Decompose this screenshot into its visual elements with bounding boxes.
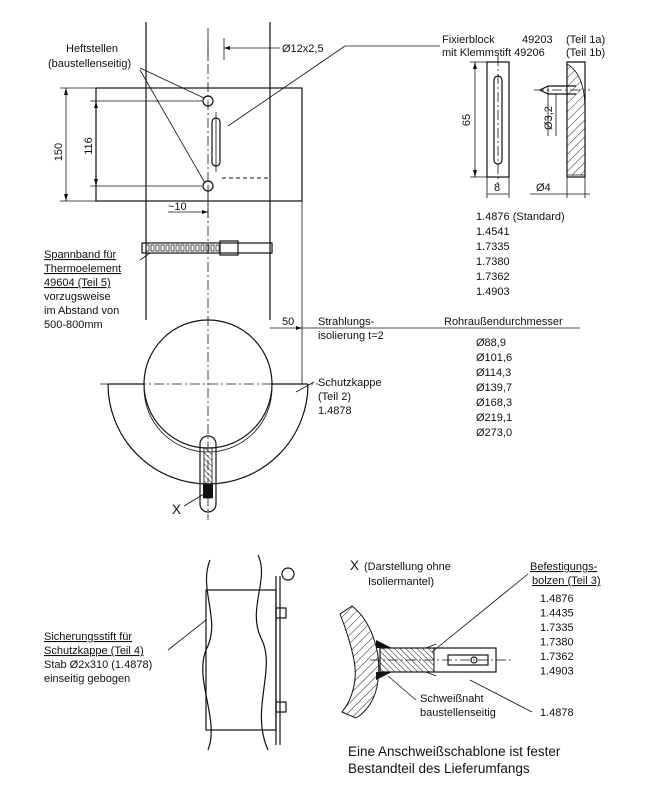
diameter-item-3: Ø139,7: [476, 382, 512, 394]
spannband-label-3: 49604 (Teil 5): [44, 277, 111, 289]
klemmstift-teil: (Teil 1b): [566, 47, 605, 59]
dim-d4-label: Ø4: [536, 182, 551, 194]
footer-line-1: Eine Anschweißschablone ist fester: [348, 744, 561, 759]
diameter-item-5: Ø219,1: [476, 412, 512, 424]
pipe-section: X: [100, 319, 318, 517]
x-detail: X: [350, 558, 359, 573]
x-mark: X: [172, 502, 181, 517]
fixierblock-leader: [227, 45, 440, 127]
sicherung-label-2: Schutzkappe (Teil 4): [44, 645, 144, 657]
spannband-label-5: im Abstand von: [44, 305, 119, 317]
schutzkappe-callout: Schutzkappe (Teil 2) 1.4878: [295, 377, 382, 417]
schweiss-material: 1.4878: [540, 707, 574, 719]
heftstellen-callout: Heftstellen (baustellenseitig): [48, 43, 206, 184]
dim-50: 50 Strahlungs- isolierung t=2: [270, 201, 384, 384]
material-bolt-item-4: 1.7362: [540, 651, 574, 663]
schutzkappe-label-1: Schutzkappe: [318, 377, 382, 389]
dim-116-label: 116: [83, 137, 95, 155]
dim-116: 116: [83, 100, 202, 187]
dim-150-label: 150: [53, 143, 65, 161]
dim-65-label: 65: [461, 114, 473, 126]
sicherung-label-1: Sicherungsstift für: [44, 631, 132, 643]
dim-d12-label: Ø12x2,5: [282, 43, 324, 55]
material-fix-item-1: 1.4541: [476, 226, 510, 238]
strahlung-label-1: Strahlungs-: [318, 316, 375, 328]
footer-line-2: Bestandteil des Lieferumfangs: [348, 761, 530, 776]
schweiss-label-2: baustellenseitig: [420, 707, 496, 719]
material-bolt-item-3: 1.7380: [540, 637, 574, 649]
material-fix-item-0: 1.4876 (Standard): [476, 211, 565, 223]
rohr-title: Rohraußendurchmesser: [444, 316, 563, 328]
spannband-label-6: 500-800mm: [44, 319, 103, 331]
fixierblock-label: Fixierblock: [442, 34, 495, 46]
material-fix-item-4: 1.7362: [476, 271, 510, 283]
dim-150: 150: [53, 87, 96, 202]
material-bolt-item-2: 1.7335: [540, 622, 574, 634]
dim-10-label: ~10: [168, 201, 187, 213]
darstellung-label-1: (Darstellung ohne: [364, 561, 451, 573]
sicherung-label-4: einseitig gebogen: [44, 673, 130, 685]
material-bolt-item-0: 1.4876: [540, 593, 574, 605]
spannband-label-1: Spannband für: [44, 249, 117, 261]
schweiss-label-1: Schweißnaht: [420, 693, 484, 705]
strahlung-label-2: isolierung t=2: [318, 330, 384, 342]
dim-10: ~10: [168, 186, 209, 218]
materials-bolt-list: 1.4876 1.4435 1.7335 1.7380 1.7362 1.4903: [540, 593, 574, 678]
material-fix-item-3: 1.7380: [476, 256, 510, 268]
spannband-label-2: Thermoelement: [44, 263, 121, 275]
sicherungsstift-view: Sicherungsstift für Schutzkappe (Teil 4)…: [44, 554, 295, 751]
diameter-item-1: Ø101,6: [476, 352, 512, 364]
material-bolt-item-5: 1.4903: [540, 666, 574, 678]
diameter-item-6: Ø273,0: [476, 427, 512, 439]
bolzen-label-2: bolzen (Teil 3): [532, 575, 600, 587]
schutzkappe-label-3: 1.4878: [318, 405, 352, 417]
fixierblock-nr: 49203: [522, 34, 553, 46]
klemmstift-label: mit Klemmstift 49206: [442, 47, 545, 59]
spannband: Spannband für Thermoelement 49604 (Teil …: [44, 240, 273, 331]
dim-d32-label: Ø3,2: [543, 106, 555, 130]
material-bolt-item-1: 1.4435: [540, 608, 574, 620]
dim-50-label: 50: [282, 316, 294, 328]
diameter-item-2: Ø114,3: [476, 367, 511, 379]
fixierblock-teil: (Teil 1a): [566, 34, 605, 46]
darstellung-label-2: Isoliermantel): [368, 576, 434, 588]
diameter-table: Rohraußendurchmesser Ø88,9Ø101,6Ø114,3Ø1…: [378, 316, 580, 439]
diameter-item-4: Ø168,3: [476, 397, 512, 409]
heftstellen-label-2: (baustellenseitig): [48, 58, 131, 70]
schutzkappe-label-2: (Teil 2): [318, 391, 351, 403]
detail-x: X (Darstellung ohne Isoliermantel) Befes…: [339, 558, 600, 719]
diameter-item-0: Ø88,9: [476, 337, 506, 349]
fixierblock-detail: Fixierblock 49203 (Teil 1a) mit Klemmsti…: [442, 34, 605, 198]
dim-8-label: 8: [494, 182, 500, 194]
sicherung-label-3: Stab Ø2x310 (1.4878): [44, 659, 152, 671]
bolzen-label-1: Befestigungs-: [530, 561, 598, 573]
spannband-label-4: vorzugsweise: [44, 291, 111, 303]
dim-d12: Ø12x2,5: [207, 38, 324, 60]
material-fix-item-5: 1.4903: [476, 286, 510, 298]
materials-fixierblock-list: 1.4876 (Standard) 1.4541 1.7335 1.7380 1.736…: [476, 211, 565, 298]
heftstellen-label-1: Heftstellen: [66, 43, 118, 55]
material-fix-item-2: 1.7335: [476, 241, 510, 253]
